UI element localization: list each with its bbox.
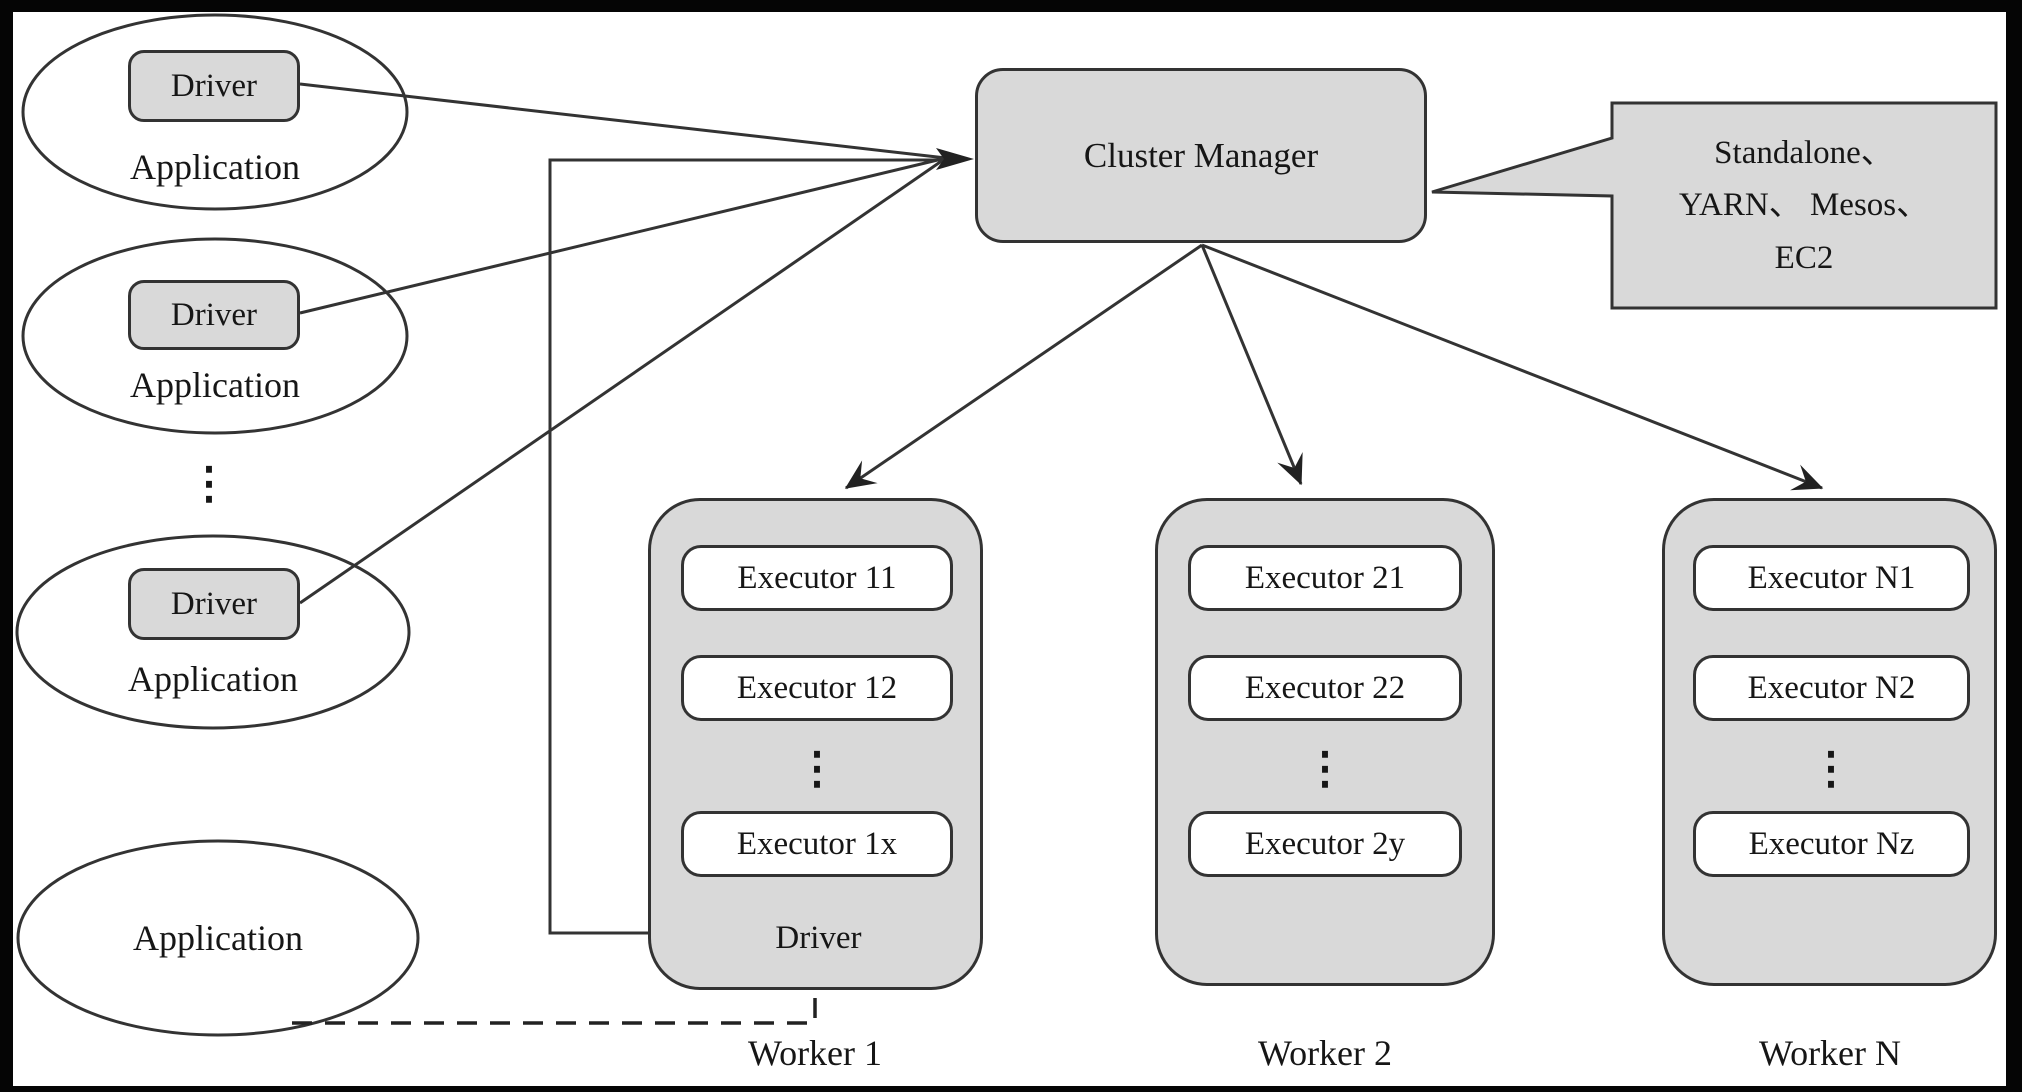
cm-to-worker1-arrow	[844, 243, 1203, 490]
worker2-executor-2: Executor 22	[1188, 655, 1462, 721]
driver1-to-cm-line	[299, 82, 947, 160]
cm-inbound-arrowhead	[936, 148, 974, 170]
driver3-to-cm-line	[299, 156, 947, 605]
driver2-to-cm-line	[299, 156, 947, 315]
workerN-name: Worker N	[1758, 1033, 1902, 1073]
worker2-more-executors-dots: ⋮	[1303, 743, 1347, 793]
worker1-box: Executor 11 Executor 12 ⋮ Executor 1x Dr…	[648, 498, 983, 990]
worker1-more-executors-dots: ⋮	[795, 743, 839, 793]
worker2-name: Worker 2	[1257, 1033, 1393, 1073]
cluster-manager-label: Cluster Manager	[1083, 135, 1319, 175]
application-label-3: Application	[128, 659, 298, 699]
cm-to-worker2-arrow	[1200, 244, 1303, 486]
driver-box-1-label: Driver	[170, 67, 258, 104]
worker1-name: Worker 1	[747, 1033, 883, 1073]
worker2-executor-1: Executor 21	[1188, 545, 1462, 611]
workerN-executor-2: Executor N2	[1693, 655, 1970, 721]
application-label-2: Application	[130, 365, 300, 405]
worker2-box: Executor 21 Executor 22 ⋮ Executor 2y	[1155, 498, 1495, 986]
worker2-executor-last: Executor 2y	[1188, 811, 1462, 877]
callout-line-3: EC2	[1774, 239, 1834, 276]
worker1-driver-label: Driver	[775, 919, 862, 956]
workerN-more-executors-dots: ⋮	[1809, 743, 1853, 793]
worker1-driver-to-cm-bracket	[548, 158, 948, 935]
more-applications-dots: ⋮	[187, 458, 231, 508]
cm-to-workerN-arrow	[1201, 243, 1824, 491]
worker1-executor-2: Executor 12	[681, 655, 953, 721]
workerN-box: Executor N1 Executor N2 ⋮ Executor Nz	[1662, 498, 1997, 986]
cluster-manager-options-callout: Standalone、 YARN、 Mesos、 EC2	[1612, 103, 1996, 308]
driver-box-3-label: Driver	[170, 585, 258, 622]
application-label-4: Application	[133, 918, 303, 958]
callout-line-2: YARN、 Mesos、	[1678, 187, 1930, 224]
driver-box-2-label: Driver	[170, 296, 258, 333]
application-label-1: Application	[130, 147, 300, 187]
application-ellipse-4	[16, 839, 420, 1037]
driver-box-1: Driver	[128, 50, 300, 122]
worker1-executor-last: Executor 1x	[681, 811, 953, 877]
worker1-executor-1: Executor 11	[681, 545, 953, 611]
driver-box-3: Driver	[128, 568, 300, 640]
callout-bubble	[1431, 101, 1998, 310]
driver-box-2: Driver	[128, 280, 300, 350]
callout-line-1: Standalone、	[1714, 135, 1894, 172]
workerN-executor-last: Executor Nz	[1693, 811, 1970, 877]
workerN-executor-1: Executor N1	[1693, 545, 1970, 611]
cluster-manager-box: Cluster Manager	[975, 68, 1427, 243]
